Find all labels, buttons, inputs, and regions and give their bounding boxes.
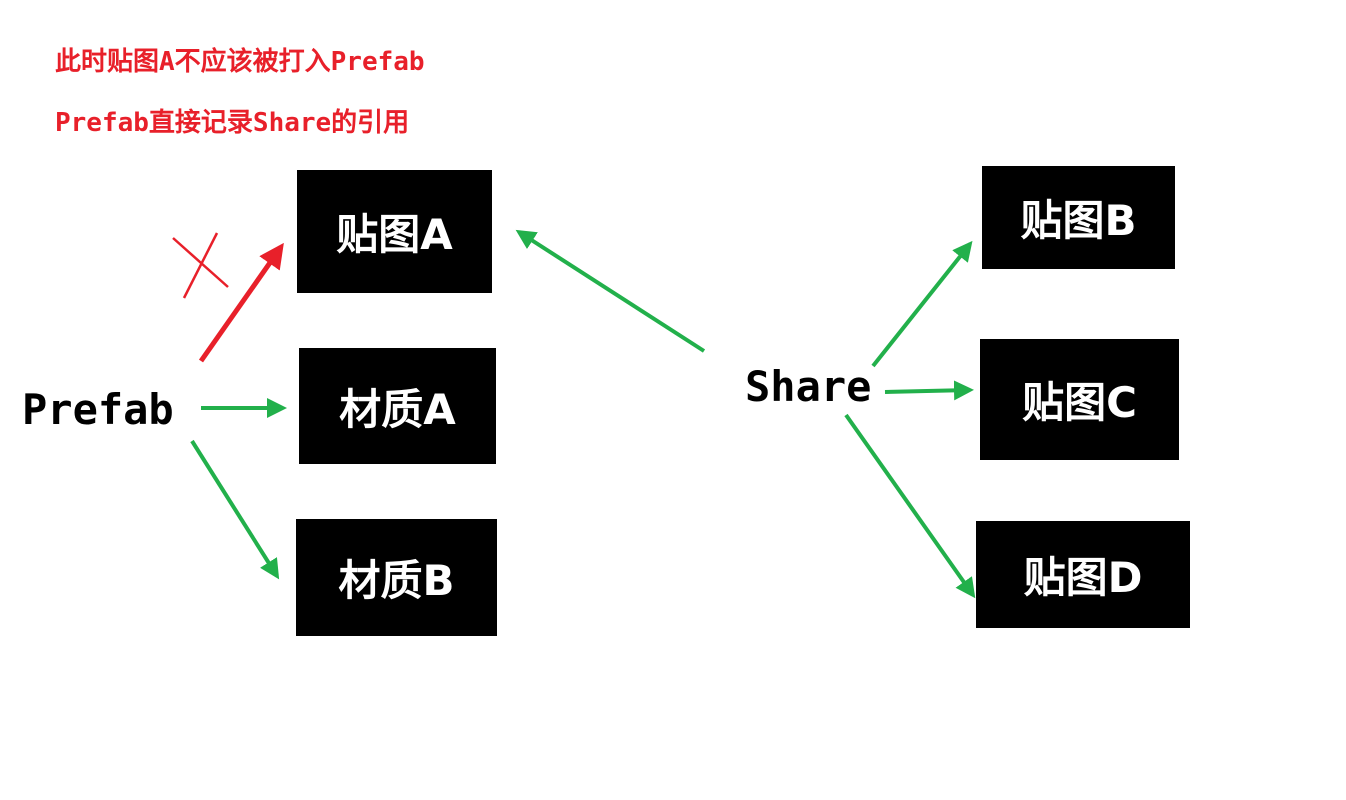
note-texture-a-excluded: 此时贴图A不应该被打入Prefab (55, 47, 425, 77)
texture-b-box: 贴图B (982, 166, 1175, 269)
arrow-share-to-texture-d (844, 413, 976, 599)
blocked-cross-icon (172, 232, 229, 299)
share-node: Share (745, 362, 872, 411)
note-prefab-references-share: Prefab直接记录Share的引用 (55, 108, 410, 138)
material-a-box: 材质A (299, 348, 496, 464)
material-b-box: 材质B (296, 519, 497, 636)
texture-a-label: 贴图A (336, 210, 453, 259)
texture-c-box: 贴图C (980, 339, 1179, 460)
texture-d-label: 贴图D (1023, 553, 1143, 602)
texture-c-label: 贴图C (1022, 378, 1137, 427)
prefab-node: Prefab (22, 385, 174, 434)
texture-d-box: 贴图D (976, 521, 1190, 628)
texture-a-box: 贴图A (297, 170, 492, 293)
arrow-share-to-texture-b (871, 240, 973, 368)
arrow-prefab-to-material-b (190, 439, 280, 580)
material-a-label: 材质A (339, 384, 456, 434)
arrow-share-to-texture-c (884, 380, 974, 401)
arrow-share-to-texture-a (515, 229, 706, 353)
arrow-prefab-to-texture-a (198, 242, 284, 363)
texture-b-label: 贴图B (1020, 196, 1137, 245)
material-b-label: 材质B (338, 556, 455, 605)
